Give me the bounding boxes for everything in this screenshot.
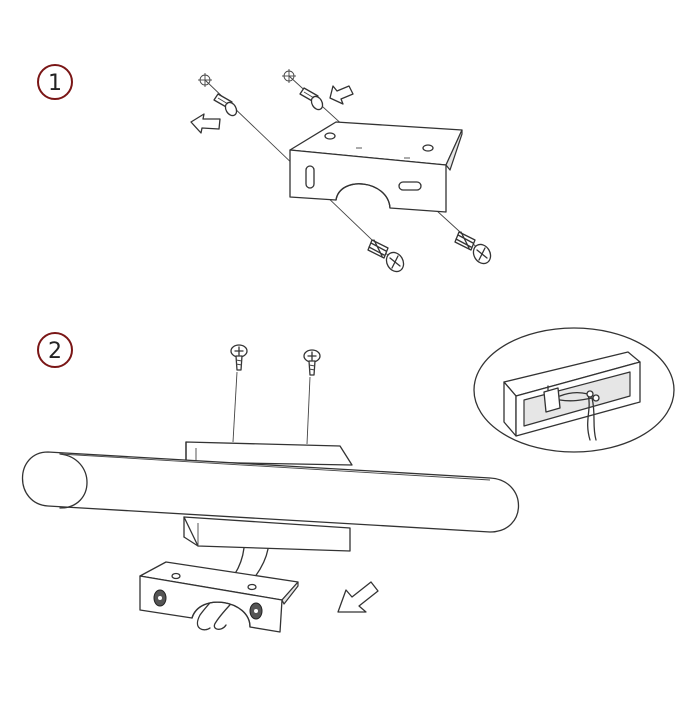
step-1-marker: 1 bbox=[37, 64, 73, 100]
cable bbox=[196, 547, 269, 631]
screw-icon bbox=[153, 589, 167, 607]
fixture-top-plate bbox=[185, 441, 353, 466]
detail-view bbox=[473, 327, 675, 453]
wall-bracket bbox=[289, 121, 463, 213]
step-1-circle bbox=[37, 64, 73, 100]
screw-icon bbox=[303, 349, 321, 376]
screw-icon bbox=[230, 344, 248, 371]
arrow-icon bbox=[190, 113, 221, 134]
step-2-marker: 2 bbox=[37, 332, 73, 368]
wall-bracket bbox=[139, 561, 299, 633]
step-2-number: 2 bbox=[48, 339, 62, 364]
fixture-mount-box bbox=[183, 516, 351, 552]
screw-icon bbox=[367, 239, 405, 273]
arrow-icon bbox=[337, 581, 379, 613]
screw-icon bbox=[249, 602, 263, 620]
step-1-number: 1 bbox=[48, 71, 62, 96]
wall-plug-icon bbox=[299, 87, 324, 111]
screw-guide-line bbox=[232, 371, 238, 443]
wall-plug-icon bbox=[213, 93, 238, 117]
lamp-bar bbox=[22, 451, 520, 533]
screw-guide-line bbox=[306, 376, 311, 445]
step-2-circle bbox=[37, 332, 73, 368]
screw-icon bbox=[454, 231, 492, 265]
arrow-icon bbox=[329, 85, 354, 105]
